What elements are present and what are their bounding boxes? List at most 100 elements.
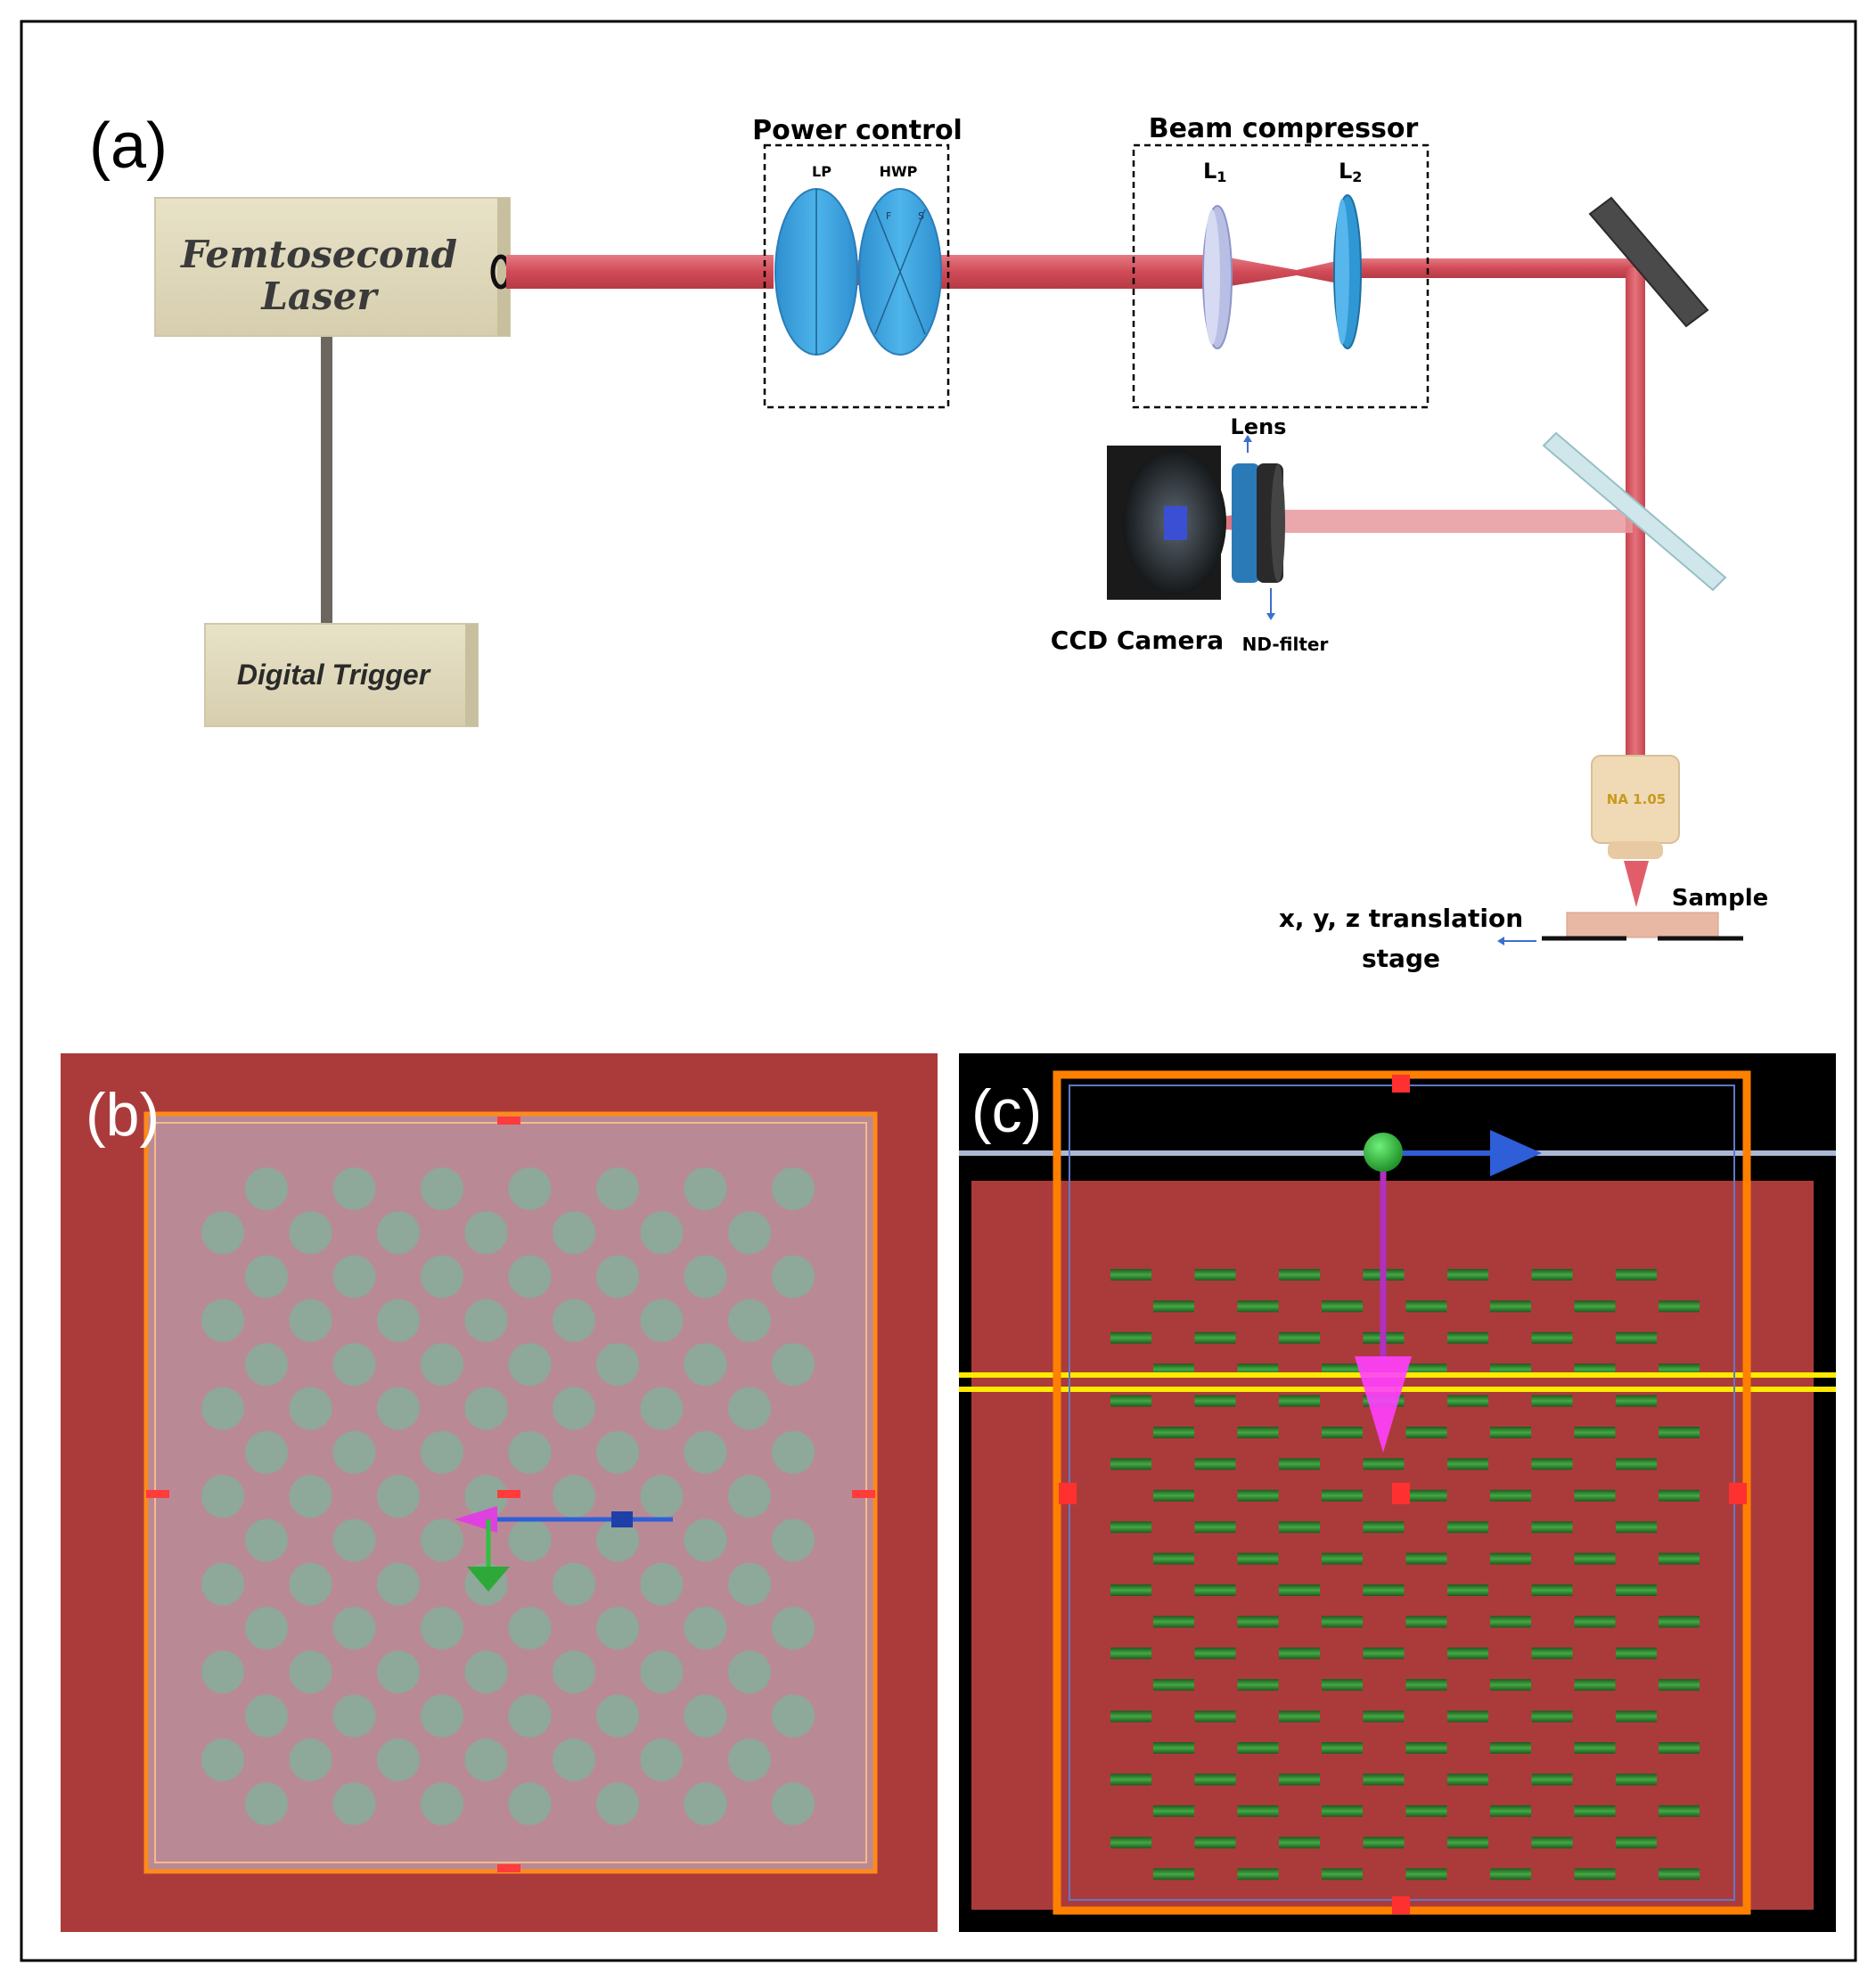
beam-segment-1: [506, 255, 774, 289]
transform-gizmo: [455, 1506, 673, 1592]
hole: [377, 1211, 420, 1255]
hole: [332, 1782, 376, 1826]
slot: [1531, 1837, 1573, 1849]
slot: [1574, 1300, 1616, 1313]
slot: [1153, 1363, 1194, 1376]
hole: [332, 1518, 376, 1562]
slot: [1194, 1395, 1236, 1407]
hole: [289, 1387, 332, 1430]
ccd-camera: CCD Camera: [1051, 446, 1226, 655]
slot: [1110, 1773, 1151, 1786]
slot: [1322, 1742, 1363, 1754]
lens-label: Lens: [1231, 414, 1287, 439]
hole: [728, 1475, 771, 1518]
hole: [377, 1738, 420, 1781]
c-gizmo-magenta-cone: [1355, 1356, 1412, 1453]
femtosecond-laser: Femtosecond Laser: [154, 197, 512, 337]
slot: [1279, 1269, 1320, 1281]
hole: [553, 1738, 595, 1781]
hole: [201, 1738, 244, 1781]
hole: [289, 1738, 332, 1781]
hole: [377, 1298, 420, 1342]
slot: [1659, 1868, 1700, 1880]
hole: [553, 1475, 595, 1518]
slot: [1322, 1805, 1363, 1817]
slot: [1574, 1868, 1616, 1880]
stage-label-line2: stage: [1362, 944, 1440, 973]
slot: [1490, 1552, 1531, 1565]
lens-l2: [1333, 194, 1362, 349]
panel-a: (a) Femtosecond Laser Digital Trigger: [89, 111, 1768, 973]
slot: [1237, 1616, 1279, 1628]
handle-left: [146, 1490, 169, 1498]
beam-segment-3: [907, 255, 1208, 289]
slot: [1322, 1616, 1363, 1628]
slot: [1531, 1395, 1573, 1407]
digital-trigger: Digital Trigger: [204, 623, 479, 727]
hole: [772, 1782, 815, 1826]
hole: [553, 1650, 595, 1694]
slot: [1237, 1679, 1279, 1691]
slot: [1322, 1489, 1363, 1502]
slot: [1659, 1552, 1700, 1565]
laser-label-line2: Laser: [260, 274, 379, 318]
slot: [1616, 1584, 1657, 1596]
slot: [1490, 1616, 1531, 1628]
sample: [1566, 912, 1719, 938]
figure-border: [20, 20, 1857, 1962]
slot: [1279, 1773, 1320, 1786]
hole: [332, 1694, 376, 1738]
lp-label: LP: [812, 163, 832, 180]
slot: [1279, 1837, 1320, 1849]
hole: [596, 1694, 639, 1738]
laser-label-line1: Femtosecond: [180, 233, 457, 276]
hole: [772, 1694, 815, 1738]
hole: [245, 1430, 288, 1474]
panel-c-label: (c): [971, 1077, 1042, 1145]
slot: [1659, 1427, 1700, 1438]
hole: [772, 1255, 815, 1298]
panel-c: (c): [959, 1053, 1836, 1932]
hole: [596, 1255, 639, 1298]
panel-c-substrate: [971, 1181, 1814, 1910]
hole: [421, 1607, 463, 1649]
slot: [1153, 1552, 1194, 1565]
slot: [1153, 1616, 1194, 1628]
hole: [640, 1298, 684, 1342]
slot: [1574, 1489, 1616, 1502]
hole: [464, 1387, 508, 1430]
hole: [728, 1650, 771, 1694]
slot: [1153, 1679, 1194, 1691]
hole: [464, 1298, 508, 1342]
hole: [596, 1430, 639, 1474]
slot: [1237, 1742, 1279, 1754]
slot: [1237, 1427, 1279, 1438]
objective-label: NA 1.05: [1607, 791, 1666, 807]
hole: [772, 1167, 815, 1210]
slot: [1574, 1552, 1616, 1565]
camera-lens-nd-filter: [1232, 463, 1285, 583]
slot: [1531, 1710, 1573, 1723]
hole: [377, 1562, 420, 1606]
hole: [289, 1562, 332, 1606]
hole: [332, 1167, 376, 1210]
hole: [245, 1782, 288, 1826]
hole: [464, 1211, 508, 1255]
linear-polarizer: [774, 188, 858, 356]
hole: [245, 1255, 288, 1298]
half-wave-plate: F S: [858, 188, 942, 356]
slot: [1279, 1710, 1320, 1723]
hole: [332, 1343, 376, 1387]
hole: [245, 1167, 288, 1210]
slot: [1447, 1521, 1488, 1534]
hole: [245, 1343, 288, 1387]
slot: [1194, 1584, 1236, 1596]
slot: [1363, 1584, 1405, 1596]
slot: [1405, 1679, 1447, 1691]
hole: [377, 1650, 420, 1694]
slot: [1490, 1489, 1531, 1502]
hole: [289, 1475, 332, 1518]
hole: [421, 1167, 463, 1210]
c-gizmo-green-ball: [1364, 1133, 1403, 1172]
